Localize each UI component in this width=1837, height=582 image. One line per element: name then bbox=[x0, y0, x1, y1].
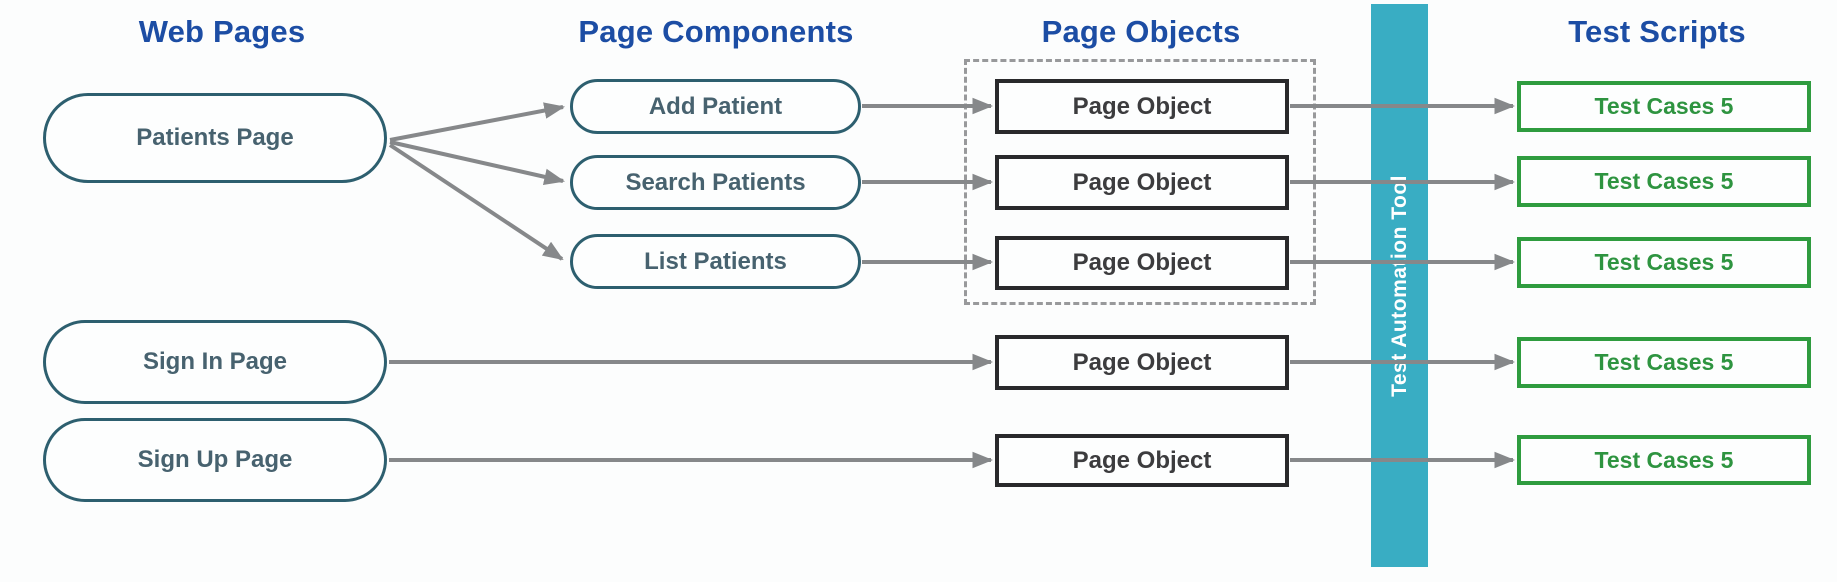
node-page-object-5-label: Page Object bbox=[1072, 446, 1212, 474]
node-page-object-5: Page Object bbox=[995, 434, 1289, 487]
node-test-cases-4: Test Cases 5 bbox=[1517, 337, 1811, 388]
node-test-cases-5: Test Cases 5 bbox=[1517, 435, 1811, 485]
test-automation-tool-bar: Test Automation Tool bbox=[1371, 4, 1428, 567]
arrow-patients-to-search-patients bbox=[389, 140, 566, 185]
arrow-patients-to-list-patients bbox=[388, 143, 564, 261]
column-header-page-components: Page Components bbox=[578, 14, 854, 49]
node-page-object-1-label: Page Object bbox=[1072, 92, 1212, 120]
column-header-page-objects: Page Objects bbox=[1041, 14, 1241, 49]
node-page-object-4: Page Object bbox=[995, 335, 1289, 390]
node-test-cases-4-label: Test Cases 5 bbox=[1594, 349, 1734, 375]
node-add-patient: Add Patient bbox=[570, 79, 861, 134]
node-page-object-3-label: Page Object bbox=[1072, 249, 1212, 276]
column-header-test-scripts: Test Scripts bbox=[1568, 14, 1746, 49]
node-sign-up-page: Sign Up Page bbox=[43, 418, 387, 502]
node-test-cases-1-label: Test Cases 5 bbox=[1594, 93, 1734, 119]
node-test-cases-3-label: Test Cases 5 bbox=[1594, 249, 1734, 275]
node-list-patients-label: List Patients bbox=[644, 247, 787, 275]
node-test-cases-2: Test Cases 5 bbox=[1517, 156, 1811, 207]
node-search-patients: Search Patients bbox=[570, 155, 861, 210]
node-test-cases-1: Test Cases 5 bbox=[1517, 81, 1811, 132]
node-add-patient-label: Add Patient bbox=[648, 92, 783, 120]
node-sign-up-page-label: Sign Up Page bbox=[137, 446, 293, 473]
node-sign-in-page-label: Sign In Page bbox=[142, 348, 288, 375]
node-search-patients-label: Search Patients bbox=[625, 168, 806, 196]
node-page-object-3: Page Object bbox=[995, 236, 1289, 290]
arrow-patients-to-add-patient bbox=[389, 102, 566, 142]
node-test-cases-5-label: Test Cases 5 bbox=[1594, 446, 1734, 473]
node-page-object-4-label: Page Object bbox=[1072, 348, 1212, 376]
node-test-cases-3: Test Cases 5 bbox=[1517, 237, 1811, 288]
node-page-object-1: Page Object bbox=[995, 79, 1289, 134]
node-list-patients: List Patients bbox=[570, 234, 861, 289]
node-sign-in-page: Sign In Page bbox=[43, 320, 387, 404]
node-test-cases-2-label: Test Cases 5 bbox=[1594, 168, 1734, 194]
node-patients-page-label: Patients Page bbox=[136, 124, 294, 151]
node-page-object-2-label: Page Object bbox=[1072, 168, 1212, 196]
node-patients-page: Patients Page bbox=[43, 93, 387, 183]
column-header-web-pages: Web Pages bbox=[138, 14, 306, 49]
node-page-object-2: Page Object bbox=[995, 155, 1289, 210]
